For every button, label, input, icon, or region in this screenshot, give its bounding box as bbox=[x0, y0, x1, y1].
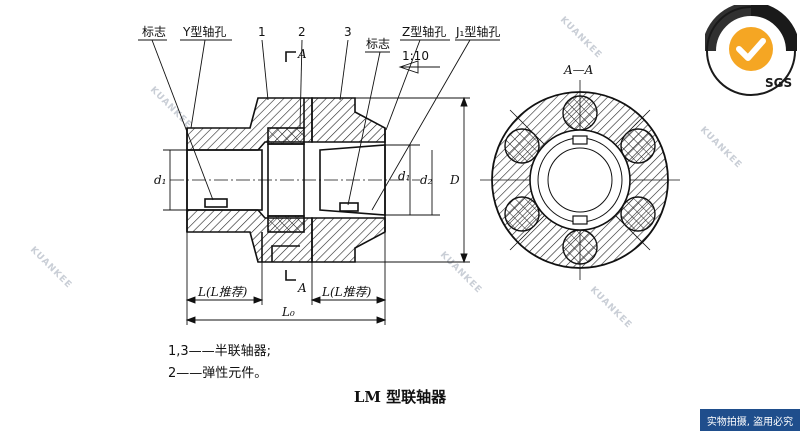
label-part-3: 3 bbox=[344, 25, 352, 39]
legend-line-1: 1,3——半联轴器; bbox=[168, 344, 272, 359]
label-d2: d₂ bbox=[420, 173, 433, 187]
label-taper: 1:10 bbox=[402, 49, 429, 63]
watermark-text: KUANKEE bbox=[588, 285, 634, 331]
label-L-left: L(L推荐) bbox=[197, 285, 248, 299]
svg-text:SGS: SGS bbox=[765, 76, 792, 90]
label-z-bore: Z型轴孔 bbox=[402, 24, 446, 39]
label-section-title: A—A bbox=[563, 63, 594, 77]
watermark-text: KUANKEE bbox=[558, 15, 604, 61]
label-mark-left: 标志 bbox=[142, 25, 166, 39]
watermark-text: KUANKEE bbox=[148, 85, 194, 131]
label-part-2: 2 bbox=[298, 25, 306, 39]
certification-seal-logo: SGS bbox=[705, 5, 797, 96]
label-section-a-top: A bbox=[297, 47, 307, 61]
label-mark-right: 标志 bbox=[366, 37, 390, 51]
label-j1-bore: J₁型轴孔 bbox=[455, 24, 500, 39]
watermark-text: KUANKEE bbox=[438, 250, 484, 296]
label-D: D bbox=[449, 173, 460, 187]
dimension-lines bbox=[163, 51, 470, 325]
label-d1-left: d₁ bbox=[154, 173, 167, 187]
watermark-text: KUANKEE bbox=[698, 125, 744, 171]
copyright-notice: 实物拍摄, 盗用必究 bbox=[700, 409, 800, 431]
label-y-bore: Y型轴孔 bbox=[182, 24, 226, 39]
label-d1-right: d₁ bbox=[398, 169, 411, 183]
label-part-1: 1 bbox=[258, 25, 266, 39]
figure-caption: LM 型联轴器 bbox=[353, 388, 447, 406]
legend-line-2: 2——弹性元件。 bbox=[168, 366, 268, 381]
label-L-right: L(L推荐) bbox=[321, 285, 372, 299]
coupling-side-view bbox=[170, 97, 420, 263]
leader-lines bbox=[138, 39, 500, 211]
section-view-a-a bbox=[480, 80, 680, 280]
label-L0: L₀ bbox=[281, 305, 295, 319]
watermark-text: KUANKEE bbox=[28, 245, 74, 291]
label-section-a-bottom: A bbox=[297, 281, 307, 295]
